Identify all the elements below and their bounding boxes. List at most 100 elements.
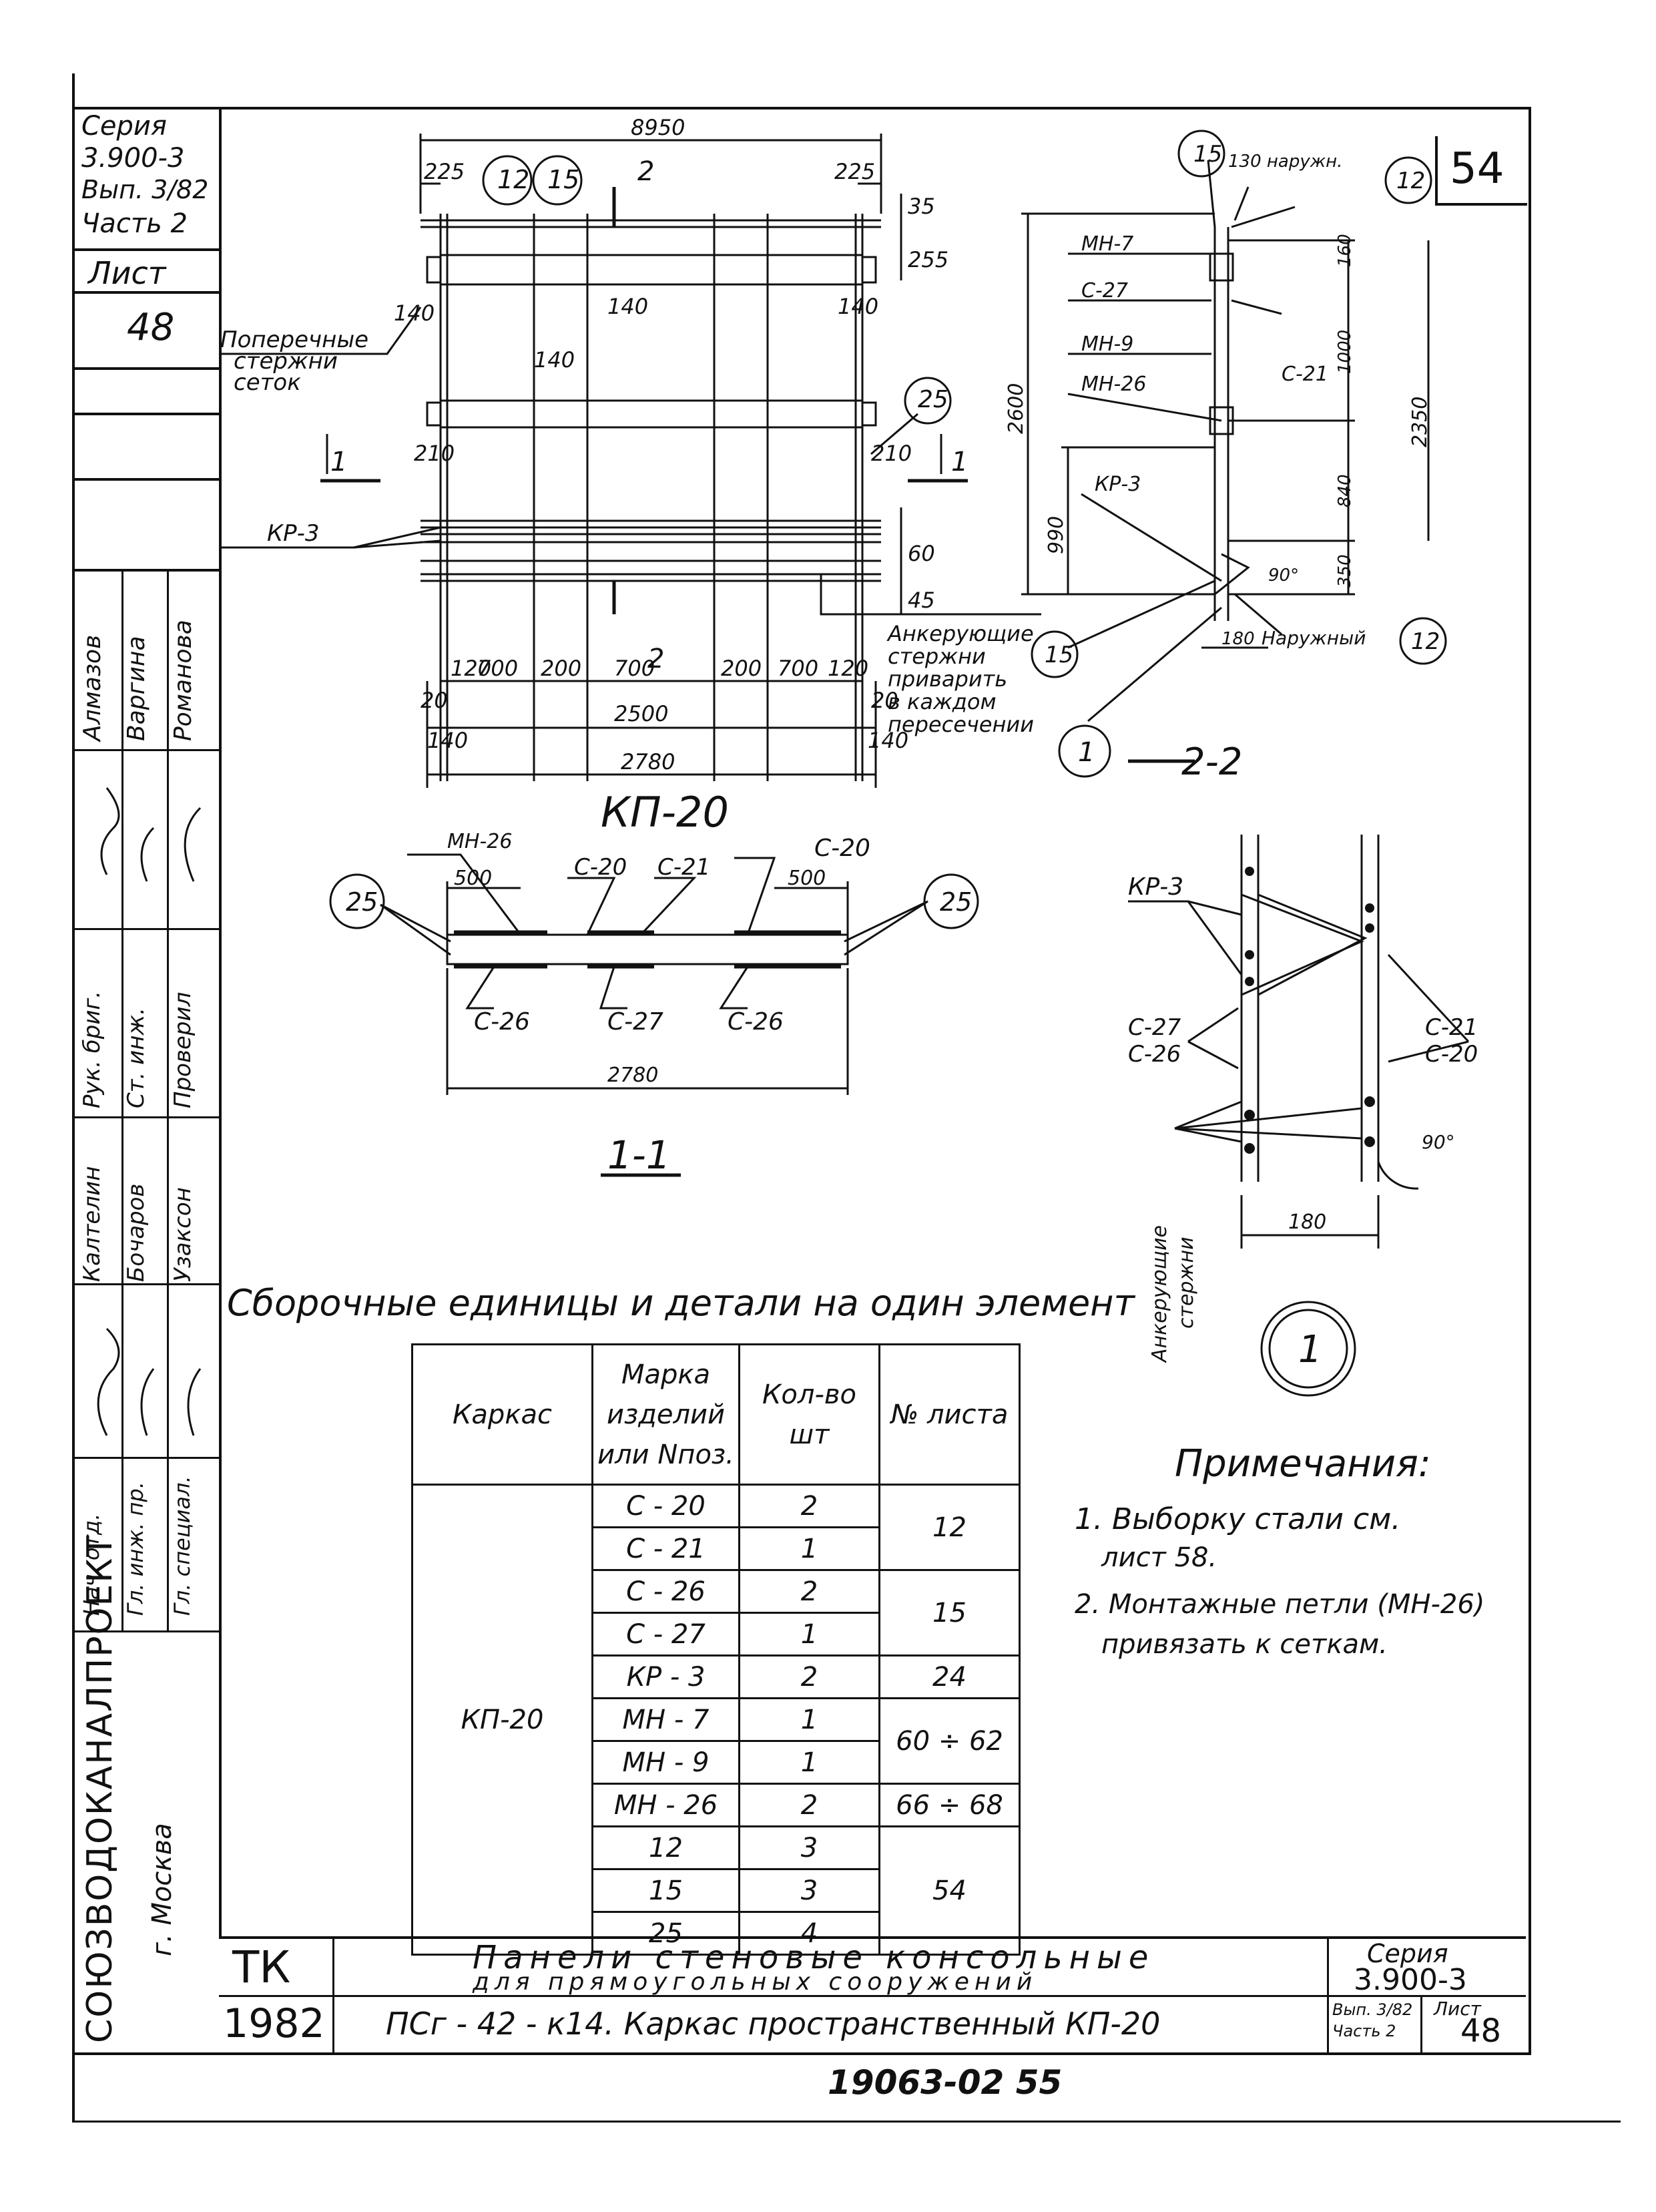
table-row: С - 27 1: [412, 1612, 1020, 1656]
plan-dim-140-f: 140: [868, 728, 908, 753]
plan-dim-210-l: 210: [414, 441, 455, 466]
note-1b: лист 58.: [1101, 1542, 1217, 1573]
top-sheet-number: 54: [1450, 144, 1504, 194]
plan-view: 8950 225 225 12 15 2 25 140 140 140 140 …: [220, 115, 1041, 788]
s11-c26a: С-26: [474, 1008, 530, 1036]
spec-mark: МН - 26: [591, 1783, 740, 1827]
plan-dim-140-c: 140: [838, 294, 878, 319]
s22-callout-12a: 12: [1396, 168, 1425, 194]
plan-dim-200-b: 200: [721, 656, 762, 681]
d1-anchor2: стержни: [1175, 1237, 1198, 1329]
spec-sheet: 54: [878, 1825, 1021, 1956]
d1-c26: С-26: [1128, 1041, 1181, 1068]
title-issue: Вып. 3/82: [1332, 2000, 1413, 2019]
spec-qty: 1: [738, 1526, 880, 1571]
plan-callout-25: 25: [918, 386, 948, 413]
plan-dim-700-c: 700: [778, 656, 818, 681]
s22-outer-bot: Наружный: [1262, 627, 1366, 649]
plan-dim-60: 60: [908, 541, 935, 566]
table-row: 15 3: [412, 1868, 1020, 1913]
top-sheet-number-box: 54: [1435, 136, 1527, 206]
s22-dim-180: 180: [1221, 629, 1255, 649]
s22-angle: 90°: [1268, 566, 1299, 586]
plan-label-anchor3: приварить: [888, 666, 1007, 692]
spec-mark: С - 27: [591, 1612, 740, 1656]
s11-dim-2780: 2780: [607, 1064, 658, 1087]
plan-dim-700-a: 700: [477, 656, 518, 681]
d1-dim-180: 180: [1288, 1210, 1326, 1234]
blank-cell-1: [73, 370, 219, 415]
plan-dim-140-e: 140: [427, 728, 468, 753]
s22-c21: С-21: [1282, 363, 1328, 386]
spec-sheet: 66 ÷ 68: [878, 1783, 1021, 1827]
sheet-bottom-line: [72, 2121, 1621, 2123]
plan-label-anchor5: пересечении: [888, 712, 1034, 737]
plan-dim-140-d: 140: [534, 347, 575, 373]
s22-kr3: КР-3: [1095, 473, 1141, 496]
s22-dim-990: 990: [1045, 515, 1068, 554]
table-row: МН - 26 2 66 ÷ 68: [412, 1783, 1021, 1827]
spec-mark: С - 21: [591, 1526, 740, 1571]
plan-label-anchor2: стержни: [888, 644, 986, 669]
spec-mark: КР - 3: [591, 1654, 740, 1699]
s11-c20a: С-20: [574, 854, 627, 881]
names-a-1: Алмазов: [79, 634, 106, 741]
blank-cell-2: [73, 415, 219, 481]
title-sheet-label: Лист: [1434, 1998, 1481, 2020]
title-block: ТК 1982 Панели стеновые консольные для п…: [219, 1936, 1526, 2052]
sheet-label-cell: Лист: [73, 251, 219, 294]
table-row: 12 3 54: [412, 1825, 1021, 1956]
plan-title: КП-20: [601, 788, 729, 837]
s22-mn7: МН-7: [1081, 232, 1133, 256]
table-row: КР - 3 2 24: [412, 1654, 1021, 1699]
spec-sheet: 24: [878, 1654, 1021, 1699]
spec-mark: МН - 9: [591, 1740, 740, 1785]
s22-callout-15a: 15: [1193, 141, 1222, 168]
s22-dim-2350: 2350: [1408, 396, 1432, 447]
s11-c21: С-21: [657, 854, 710, 881]
series-line4: Часть 2: [81, 208, 188, 239]
notes-title: Примечания:: [1175, 1442, 1431, 1486]
s11-callout-25a: 25: [346, 887, 378, 917]
table-row: С - 21 1: [412, 1526, 1020, 1571]
spec-header-sheet: № листа: [878, 1343, 1021, 1486]
title-line3: ПСг - 42 - к14. Каркас пространственный …: [386, 2006, 1161, 2042]
blank-cell-3: [73, 481, 219, 572]
s22-dim-840: 840: [1335, 474, 1355, 507]
note-2a: 2. Монтажные петли (МН-26): [1075, 1589, 1485, 1620]
s11-callout-25b: 25: [940, 887, 972, 917]
plan-dim-210-r: 210: [871, 441, 912, 466]
s22-callout-12b: 12: [1411, 628, 1440, 655]
plan-dim-120-l: 120: [451, 656, 491, 681]
plan-dim-45: 45: [908, 588, 935, 613]
table-row: С - 26 2 15: [412, 1569, 1021, 1656]
spec-sheet: 15: [878, 1569, 1021, 1656]
spec-header-qty: Кол-во шт: [738, 1343, 880, 1486]
spec-sheet: 12: [878, 1484, 1021, 1571]
title-line1: Панели стеновые консольные: [473, 1939, 1155, 1976]
plan-label-transverse3: сеток: [234, 369, 301, 396]
plan-dim-overall: 8950: [631, 115, 685, 140]
spec-qty: 4: [738, 1911, 880, 1956]
s22-dim-2600: 2600: [1005, 383, 1028, 434]
spec-header-row: Каркас Марка изделий или Nпоз. Кол-во шт…: [411, 1343, 1021, 1486]
d1-anchor1: Анкерующие: [1148, 1225, 1171, 1362]
plan-dim-35: 35: [908, 194, 935, 219]
spec-sheet: 60 ÷ 62: [878, 1697, 1021, 1785]
section-2-2: 15 12 15 12 1 130 наружн. МН-7 С-27 МН-9…: [1021, 130, 1447, 784]
d1-c20: С-20: [1425, 1041, 1478, 1068]
section-1-1: 25 25 МН-26 500 С-20 С-21 500 С-20 С-26 …: [329, 830, 979, 1178]
spec-header-mark: Марка изделий или Nпоз.: [591, 1343, 740, 1486]
s22-mn26: МН-26: [1081, 373, 1146, 396]
spec-table: Каркас Марка изделий или Nпоз. Кол-во шт…: [411, 1343, 1021, 1956]
s22-dim-1000: 1000: [1335, 329, 1355, 374]
s22-outer-top: 130 наружн.: [1228, 152, 1342, 172]
plan-label-kr3: КР-3: [267, 520, 320, 547]
table-row: КП-20 С - 20 2 12: [411, 1484, 1021, 1956]
series-block: Серия 3.900-3 Вып. 3/82 Часть 2: [73, 108, 219, 251]
org-city: г. Москва: [147, 1823, 178, 1956]
s22-dim-350: 350: [1335, 554, 1355, 588]
note-2b: привязать к сеткам.: [1101, 1629, 1388, 1660]
spec-qty: 2: [738, 1654, 880, 1699]
plan-dim-700-b: 700: [614, 656, 655, 681]
